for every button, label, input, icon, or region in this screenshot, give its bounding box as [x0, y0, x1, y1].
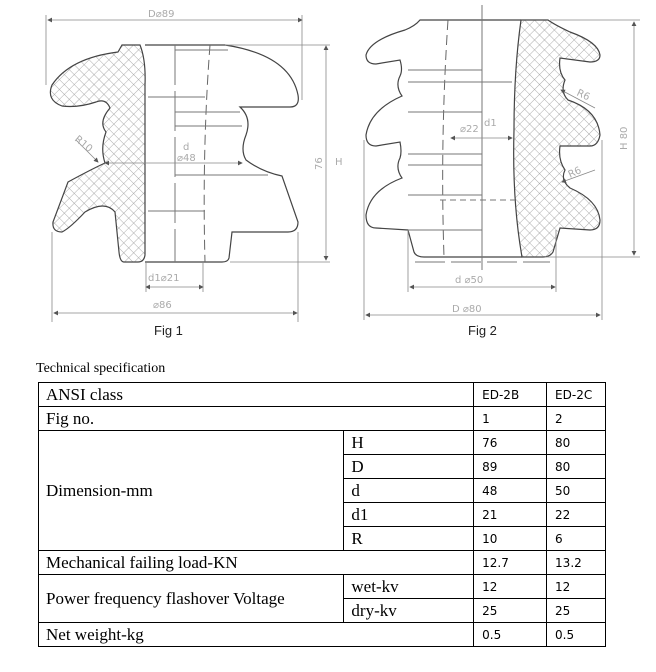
ed2b-value: 0.5 [473, 622, 548, 647]
table-row-fig: Fig no. 1 2 [37, 406, 606, 431]
table-row-dimension: d 48 50 [39, 478, 606, 503]
sub-label: d [343, 478, 475, 503]
fig1-H-label: H [335, 157, 343, 168]
fig2-R-top-label: R6 [575, 88, 592, 104]
ed2c-value: 12 [546, 574, 606, 599]
table-row-dimension: Dimension-mm H 76 80 [37, 430, 606, 551]
fig2-caption: Fig 2 [468, 323, 497, 338]
fig2-R-bottom-label: R6 [567, 165, 584, 181]
ed2c-value: 6 [546, 526, 606, 551]
ed2b-value: 1 [473, 406, 548, 431]
table-row-flashover: Power frequency flashover Voltage wet-kv… [37, 574, 606, 623]
row-label: Dimension-mm [37, 430, 345, 551]
sub-label: d1 [343, 502, 475, 527]
fig1-caption: Fig 1 [154, 323, 183, 338]
ed2c-value: 2 [546, 406, 606, 431]
figure-2: H 80 ⌀22 d1 d ⌀50 D ⌀80 R6 R6 Fig 2 [363, 5, 640, 338]
ed2c-value: 22 [546, 502, 606, 527]
spec-caption: Technical specification [36, 361, 166, 376]
spec-table: ANSI class ED-2B ED-2C Fig no. 1 2 Dimen… [37, 382, 606, 647]
fig1-hatched-section [49, 44, 146, 263]
fig2-H-label: H 80 [619, 127, 630, 150]
row-label: Power frequency flashover Voltage [37, 574, 345, 623]
table-row-mech: Mechanical failing load-KN 12.7 13.2 [37, 550, 606, 575]
table-row-dimension: R 10 6 [39, 526, 606, 551]
insulator-drawings: D⌀89 76 H d ⌀48 d1⌀21 ⌀86 R10 Fig 1 [45, 5, 640, 338]
ed2c-value: 80 [546, 430, 606, 455]
fig1-d-name: d [183, 142, 189, 153]
ed2b-value: 25 [473, 598, 548, 623]
sub-label: dry-kv [343, 598, 475, 623]
table-row-flashover: dry-kv 25 25 [39, 598, 606, 623]
fig1-base-label: ⌀86 [153, 300, 172, 311]
ed2b-value: 12.7 [473, 550, 548, 575]
ed2c-value: 0.5 [546, 622, 606, 647]
ed2b-value: 12 [473, 574, 548, 599]
fig1-R-label: R10 [72, 134, 94, 155]
row-label: Mechanical failing load-KN [37, 550, 475, 575]
sub-label: wet-kv [343, 574, 475, 599]
fig1-d-label: ⌀48 [177, 153, 196, 164]
ed2c-value: 80 [546, 454, 606, 479]
fig1-D-label: D⌀89 [148, 9, 174, 20]
sub-label: H [343, 430, 475, 455]
table-row-weight: Net weight-kg 0.5 0.5 [37, 622, 606, 647]
row-label: ANSI class [37, 382, 475, 407]
row-label: Net weight-kg [37, 622, 475, 647]
fig2-d1-label: ⌀22 [460, 124, 479, 135]
ed2b-value: 21 [473, 502, 548, 527]
sub-label: D [343, 454, 475, 479]
fig2-d1-name: d1 [484, 118, 497, 129]
fig1-H-value: 76 [314, 157, 325, 170]
ed2c-value: 25 [546, 598, 606, 623]
fig2-hatched-section [513, 19, 601, 258]
fig2-D-label: D ⌀80 [452, 304, 482, 315]
fig2-d-label: d ⌀50 [455, 275, 483, 286]
fig1-outline [145, 44, 299, 263]
figure-1: D⌀89 76 H d ⌀48 d1⌀21 ⌀86 R10 Fig 1 [45, 9, 343, 338]
ed2c-value: 13.2 [546, 550, 606, 575]
sub-label: R [343, 526, 475, 551]
fig2-outline [365, 19, 522, 258]
ed2b-value: 76 [473, 430, 548, 455]
table-row-ansi: ANSI class ED-2B ED-2C [37, 382, 606, 407]
ed2b-value: 48 [473, 478, 548, 503]
ed2b-value: 10 [473, 526, 548, 551]
ed2b-value: 89 [473, 454, 548, 479]
ed2b-header: ED-2B [473, 382, 548, 407]
table-row-dimension: D 89 80 [39, 454, 606, 479]
row-label: Fig no. [37, 406, 475, 431]
ed2c-value: 50 [546, 478, 606, 503]
ed2c-header: ED-2C [546, 382, 606, 407]
fig1-d1-label: d1⌀21 [148, 273, 179, 284]
